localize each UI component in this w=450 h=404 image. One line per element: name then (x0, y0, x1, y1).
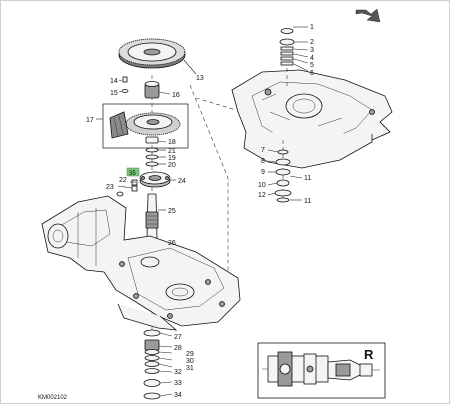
callout-2: 2 (310, 39, 314, 46)
callout-5: 5 (310, 62, 314, 69)
pins-14-15 (118, 76, 129, 93)
callout-3: 3 (310, 47, 314, 54)
callout-9: 9 (261, 169, 265, 176)
arrow-down-right-icon (355, 8, 381, 23)
pinion-shaft-25 (145, 193, 166, 239)
lower-parts-stack (143, 329, 173, 400)
callout-23: 23 (106, 184, 114, 191)
callout-35: 35 (129, 171, 136, 177)
callout-11-b: 11 (304, 198, 311, 205)
callout-30: 30 (186, 358, 194, 365)
right-lower-parts-stack (267, 140, 303, 203)
view-r-label: R (364, 347, 374, 362)
figure-code: KM002102 (38, 395, 68, 401)
callout-7: 7 (261, 147, 265, 154)
callout-25: 25 (168, 208, 176, 215)
callout-34: 34 (174, 392, 182, 399)
highlight-part-35 (126, 167, 140, 177)
lower-gearbox-housing (41, 195, 241, 331)
callout-14: 14 (110, 78, 118, 85)
callout-22: 22 (119, 177, 127, 184)
callout-labels: 1 2 3 4 5 6 7 8 9 10 11 12 11 13 14 15 1… (86, 24, 314, 399)
callout-8: 8 (261, 158, 265, 165)
callout-32: 32 (174, 369, 182, 376)
callout-24: 24 (178, 178, 186, 185)
callout-26: 26 (168, 240, 176, 247)
callout-1: 1 (310, 24, 314, 31)
bevel-gear-assembly-17 (96, 103, 189, 149)
washers-18-21 (145, 136, 167, 167)
callout-18: 18 (168, 139, 176, 146)
callout-12: 12 (258, 192, 266, 199)
callout-33: 33 (174, 380, 182, 387)
callout-27: 27 (174, 334, 182, 341)
callout-13: 13 (196, 75, 204, 82)
callout-19: 19 (168, 155, 176, 162)
bearing-16 (144, 81, 171, 99)
callout-15: 15 (110, 90, 118, 97)
callout-20: 20 (168, 162, 176, 169)
right-upper-parts-stack (279, 26, 309, 88)
callout-11-a: 11 (304, 175, 311, 182)
upper-housing-cover (231, 69, 393, 169)
bolts-22-23 (116, 179, 138, 197)
bearing-hub-24 (139, 171, 176, 188)
callout-17: 17 (86, 117, 94, 124)
callout-21: 21 (168, 148, 176, 155)
callout-29: 29 (186, 351, 194, 358)
callout-31: 31 (186, 365, 194, 372)
callout-10: 10 (258, 182, 266, 189)
crown-gear-13 (118, 38, 197, 75)
callout-6: 6 (310, 70, 314, 77)
callout-4: 4 (310, 55, 314, 62)
callout-28: 28 (174, 345, 182, 352)
callout-16: 16 (172, 92, 180, 99)
view-r-inset (257, 342, 386, 399)
